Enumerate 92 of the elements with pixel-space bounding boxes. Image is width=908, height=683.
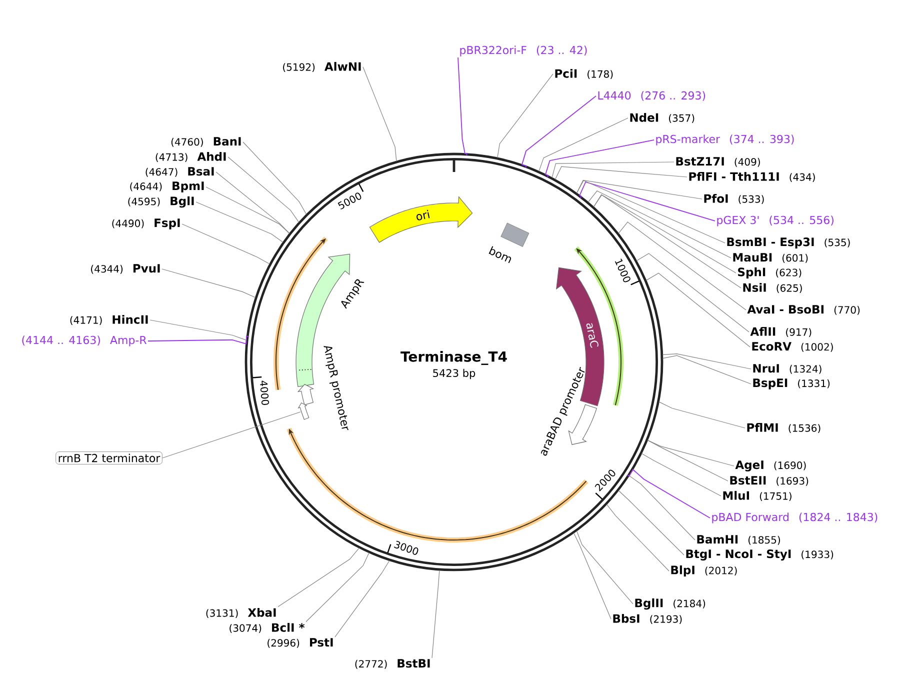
- leader-line: [579, 181, 716, 222]
- enzyme-site-label: (3131) XbaI: [206, 608, 276, 618]
- enzyme-site-label: BsmBI - Esp3I (535): [727, 238, 850, 248]
- primer-label: pBR322ori-F (23 .. 42): [460, 46, 587, 56]
- enzyme-site-label: PflFI - Tth111I (434): [689, 172, 815, 182]
- leader-line: [278, 548, 360, 608]
- enzyme-site-label: (4713) AhdI: [156, 152, 226, 162]
- leader-line: [593, 194, 742, 288]
- enzyme-site-label: (4595) BglI: [128, 196, 194, 208]
- leader-line: [150, 320, 247, 340]
- enzyme-site-label: AvaI - BsoBI (770): [747, 305, 860, 315]
- leader-line: [627, 468, 710, 518]
- leader-line: [196, 202, 284, 243]
- enzyme-site-label: BspEI (1331): [753, 378, 830, 390]
- leader-line: [216, 172, 290, 234]
- leader-line: [618, 490, 684, 556]
- enzyme-site-label: EcoRV (1002): [752, 342, 833, 352]
- enzyme-site-label: (3074) BclI *: [230, 622, 305, 633]
- leader-line: [628, 475, 696, 540]
- leader-line: [554, 166, 688, 180]
- enzyme-site-label: (2996) PstI: [268, 638, 333, 648]
- enzyme-site-label: BamHI (1855): [697, 535, 780, 545]
- leader-line: [588, 190, 732, 258]
- leader-line: [576, 180, 702, 200]
- leader-line: [182, 224, 270, 264]
- leader-line: [658, 402, 746, 428]
- enzyme-site-label: BlpI (2012): [671, 565, 737, 577]
- enzyme-site-label: PciI (178): [555, 68, 613, 80]
- feature-box: bom: [488, 222, 530, 264]
- enzyme-site-label: BglII (2184): [635, 598, 706, 610]
- enzyme-site-label: PfoI (533): [704, 194, 764, 204]
- leader-line: [538, 118, 628, 172]
- enzyme-site-label: MluI (1751): [723, 490, 792, 502]
- leader-line: [362, 66, 397, 162]
- leader-line: [544, 140, 654, 178]
- leader-line: [593, 194, 736, 274]
- enzyme-site-label: SphI (623): [738, 267, 802, 279]
- leader-line: [606, 504, 670, 572]
- enzyme-site-label: AflII (917): [750, 326, 812, 338]
- leader-line: [162, 412, 301, 458]
- leader-line: [662, 353, 752, 370]
- enzyme-site-label: (4647) BsaI: [146, 167, 214, 177]
- enzyme-site-label: NdeI (357): [630, 112, 694, 124]
- leader-line: [206, 186, 290, 234]
- enzyme-site-label: (2772) BstBI: [355, 659, 430, 669]
- leader-line: [647, 440, 734, 466]
- enzyme-site-label: (4490) FspI: [112, 218, 180, 230]
- leader-line: [576, 530, 634, 604]
- leader-line: [228, 156, 300, 223]
- leader-line: [647, 440, 728, 482]
- enzyme-site-label: AgeI (1690): [735, 460, 806, 472]
- primer-label: pRS-marker (374 .. 393): [656, 134, 794, 146]
- terminator-feature: [298, 402, 310, 420]
- primer-label: (4144 .. 4163) Amp-R: [22, 336, 146, 346]
- node-label: bom: [488, 246, 512, 264]
- enzyme-site-label: BstEII (1693): [730, 476, 808, 486]
- enzyme-site-label: NruI (1324): [753, 364, 822, 374]
- enzyme-site-label: (4760) BanI: [171, 137, 241, 147]
- leader-line: [242, 142, 307, 215]
- leader-line: [646, 272, 750, 348]
- enzyme-site-label: PflMI (1536): [747, 422, 820, 434]
- enzyme-site-label: BbsI (2193): [613, 614, 682, 624]
- enzyme-site-label: MauBI (601): [733, 253, 808, 263]
- leader-line: [641, 453, 722, 496]
- enzyme-site-label: NsiI (625): [743, 282, 802, 294]
- enzyme-site-label: BtgI - NcoI - StyI (1933): [686, 549, 834, 560]
- leader-line: [497, 74, 554, 158]
- leader-line: [432, 570, 440, 658]
- enzyme-site-label: (4644) BpmI: [130, 182, 204, 192]
- leader-line: [148, 336, 250, 344]
- leader-line: [576, 180, 726, 244]
- leader-line: [636, 253, 750, 332]
- leader-line: [162, 268, 256, 298]
- scale-label: 3000: [394, 540, 418, 555]
- gene-feature: ori: [369, 196, 473, 243]
- primer-label: L4440 (276 .. 293): [598, 91, 706, 101]
- leader-line: [334, 560, 390, 638]
- feature-label-box: rrnB T2 terminator: [56, 452, 162, 464]
- primer-label: pGEX 3' (534 .. 556): [717, 216, 834, 226]
- primer-label: pBAD Forward (1824 .. 1843): [712, 512, 878, 524]
- leader-line: [662, 355, 752, 384]
- leader-line: [521, 96, 596, 168]
- enzyme-site-label: (4344) PvuI: [91, 264, 160, 274]
- leader-line: [618, 222, 746, 310]
- leader-line: [306, 552, 370, 622]
- enzyme-site-label: (4171) HincII: [70, 314, 148, 326]
- scale-label: 1000: [614, 258, 630, 282]
- leader-line: [552, 162, 674, 178]
- enzyme-site-label: (5192) AlwNI: [283, 62, 361, 72]
- leader-line: [573, 532, 612, 620]
- enzyme-site-label: BstZ17I (409): [676, 157, 760, 167]
- leader-line: [458, 57, 468, 156]
